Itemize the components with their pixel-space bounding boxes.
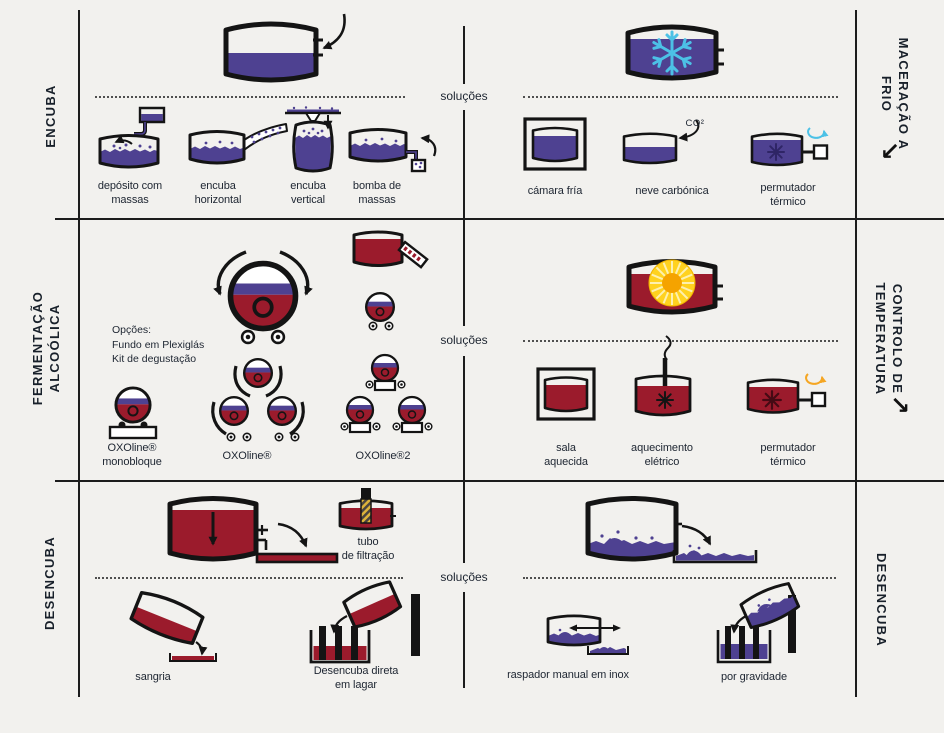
controlo-direction-arrow-icon: ↘ [889,392,911,420]
dotted-separator [95,96,405,98]
item-label: OXOline®2 [355,450,411,462]
item-label: permutador térmico [760,442,816,469]
center-divider-segment [463,482,465,563]
bomba-massas-icon [348,128,437,173]
pouring-tank-icon [352,230,429,269]
options-note: Opções: Fundo em Plexiglás Kit de degust… [112,324,205,366]
center-divider-segment [463,220,465,326]
center-divider-segment [463,592,465,688]
item-label: neve carbónica [635,185,709,197]
solucoes-label: soluções [436,570,492,584]
draining-tank-icon [167,496,339,564]
agitator-icon [762,390,782,410]
maceracao-direction-arrow-icon: ↙ [879,138,901,166]
lees-removal-tank-icon [585,496,758,564]
solucoes-label: soluções [436,333,492,347]
co2-label: CO² [685,118,705,129]
sangria-icon [129,590,217,662]
item-label: OXOline® monobloque [102,442,162,469]
heat-burst-icon [656,391,674,409]
item-label: aquecimento elétrico [631,442,693,469]
item-label: cámara fría [527,185,583,197]
filling-tank-icon [223,13,346,83]
dotted-separator [523,577,836,579]
section-title-desencuba-left: DESENCUBA [42,535,57,631]
agitator-icon [767,143,785,161]
dotted-separator [523,340,838,342]
dotted-separator [95,577,403,579]
left-column-divider [78,10,80,697]
item-label: permutador térmico [760,182,816,209]
permutador-termico-quente-icon [746,373,827,414]
center-divider-segment [463,26,465,84]
item-label: por gravidade [721,671,787,683]
neve-carbonica-icon [622,119,700,165]
encuba-horizontal-icon [188,123,288,165]
row-divider-2 [55,480,944,482]
row-divider-1 [55,218,944,220]
camara-fria-icon [523,117,587,171]
small-oxoline-tank-icon [352,288,408,331]
right-column-divider [855,10,857,697]
desencuba-lagar-icon [309,580,420,664]
tubo-filtracao-icon [338,488,396,531]
raspador-inox-icon [546,614,629,655]
rotation-arrow-icon [807,127,829,139]
item-label: Desencuba direta em lagar [313,665,399,692]
item-label: encuba horizontal [194,180,242,207]
section-title-desencuba-right: DESENCUBA [874,552,889,648]
center-divider-segment [463,110,465,218]
sun-icon [648,259,696,307]
item-label: depósito com massas [97,180,163,207]
aquecimento-eletrico-icon [634,335,692,417]
center-divider-segment [463,356,465,480]
oxoline-monobloque-icon [108,382,158,440]
section-title-fermentacao: FERMENTAÇÃO ALCOÓLICA [30,290,62,406]
item-label: raspador manual em inox [507,669,629,681]
item-label: OXOline® [222,450,272,462]
heated-tank-icon [626,259,723,315]
rotating-oxoline-tank-icon [213,250,313,345]
item-label: sangria [135,671,171,683]
item-label: sala aquecida [544,442,588,469]
oxoline-stack-icon [211,354,305,442]
solucoes-label: soluções [436,89,492,103]
permutador-termico-frio-icon [750,127,829,167]
deposito-massas-icon [98,106,166,169]
item-label: bomba de massas [352,180,402,207]
oxoline2-stack-icon [340,352,433,434]
por-gravidade-icon [716,582,801,664]
filter-tube-label: tubo de filtração [341,536,395,563]
sala-aquecida-icon [536,367,596,421]
item-label: encuba vertical [290,180,326,207]
dotted-separator [523,96,838,98]
rotation-arrow-icon [805,373,827,385]
cold-maceration-tank-icon [625,24,724,81]
encuba-vertical-icon [285,106,341,173]
section-title-encuba: ENCUBA [43,84,58,148]
